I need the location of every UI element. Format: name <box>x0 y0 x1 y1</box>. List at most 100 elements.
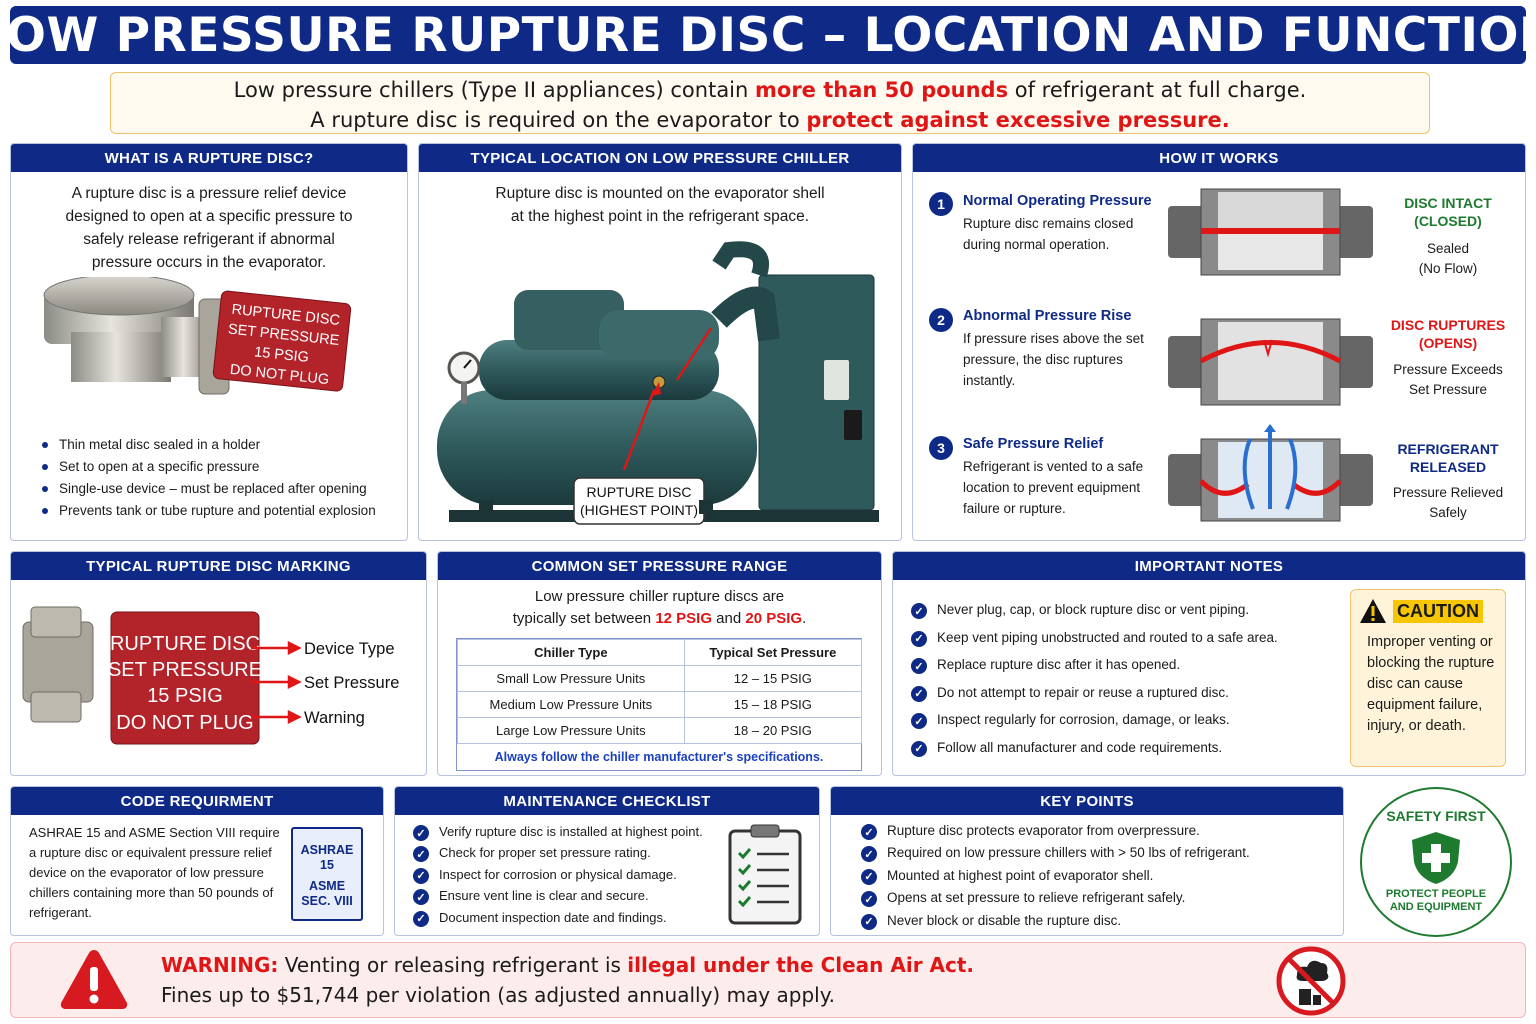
check-icon: ✓ <box>861 824 877 840</box>
check-icon: ✓ <box>911 740 927 757</box>
step-2: Abnormal Pressure Rise If pressure rises… <box>963 308 1144 388</box>
list-item: ✓Rupture disc protects evaporator from o… <box>861 823 1331 845</box>
what-is-text: A rupture disc is a pressure relief devi… <box>65 185 353 271</box>
disc-intact-icon <box>1168 188 1373 276</box>
range-header: COMMON SET PRESSURE RANGE <box>438 552 881 580</box>
list-item: ✓Do not attempt to repair or reuse a rup… <box>911 685 1341 713</box>
marking-tag-line-4: DO NOT PLUG <box>116 712 253 734</box>
key-header: KEY POINTS <box>831 787 1343 815</box>
list-item: ✓Ensure vent line is clear and secure. <box>413 888 723 909</box>
step-2-number: 2 <box>929 308 953 332</box>
marking-label-warning: Warning <box>304 709 365 727</box>
list-item: ✓Replace rupture disc after it has opene… <box>911 657 1341 685</box>
no-venting-icon <box>1276 946 1346 1016</box>
marking-tag-image: RUPTURE DISC SET PRESSURE 15 PSIG DO NOT… <box>22 606 399 745</box>
key-list: ✓Rupture disc protects evaporator from o… <box>861 823 1331 935</box>
step-1-sub: Sealed(No Flow) <box>1418 241 1478 276</box>
warning-banner: WARNING: Venting or releasing refrigeran… <box>10 942 1526 1018</box>
list-item: ✓Mounted at highest point of evaporator … <box>861 868 1331 890</box>
check-icon: ✓ <box>861 868 877 885</box>
step-1-status: DISC INTACT(CLOSED) <box>1404 195 1492 229</box>
list-item: ✓Check for proper set pressure rating. <box>413 845 723 866</box>
intro-banner: Low pressure chillers (Type II appliance… <box>110 72 1430 134</box>
marking-tag-line-3: 15 PSIG <box>147 685 223 707</box>
check-icon: ✓ <box>911 685 927 702</box>
step-3-number: 3 <box>929 436 953 460</box>
warning-triangle-icon <box>1360 599 1386 623</box>
intro-line-2: A rupture disc is required on the evapor… <box>310 108 1230 132</box>
list-item: ✓Inspect regularly for corrosion, damage… <box>911 712 1341 740</box>
chiller-illustration: RUPTURE DISC (HIGHEST POINT) <box>437 241 879 525</box>
check-icon: ✓ <box>911 713 927 730</box>
maintenance-panel: MAINTENANCE CHECKLIST ✓Verify rupture di… <box>394 786 820 936</box>
callout-line-2: (HIGHEST POINT) <box>580 502 698 518</box>
list-item: ✓Opens at set pressure to relieve refrig… <box>861 890 1331 912</box>
manufacturer-note: Always follow the chiller manufacturer's… <box>494 750 824 764</box>
intro-line-1: Low pressure chillers (Type II appliance… <box>233 78 1307 102</box>
clipboard-icon <box>728 824 802 925</box>
set-pressure-panel: COMMON SET PRESSURE RANGE Low pressure c… <box>437 551 882 776</box>
notes-header: IMPORTANT NOTES <box>893 552 1525 580</box>
location-text-1: Rupture disc is mounted on the evaporato… <box>495 185 825 202</box>
page-title: LOW PRESSURE RUPTURE DISC – LOCATION AND… <box>0 6 1536 64</box>
range-line-2: typically set between 12 PSIG and 20 PSI… <box>512 610 807 627</box>
what-is-bullets: Thin metal disc sealed in a holder Set t… <box>11 422 407 522</box>
disc-rupture-icon <box>1168 318 1373 406</box>
how-it-works-panel: HOW IT WORKS 1 Normal Operating Pressure… <box>912 143 1526 541</box>
check-icon: ✓ <box>861 891 877 908</box>
warning-icon <box>60 950 128 1009</box>
check-icon: ✓ <box>413 867 429 884</box>
check-icon: ✓ <box>413 889 429 906</box>
refrigerant-release-icon <box>1168 424 1373 522</box>
caution-box: CAUTION Improper venting or blocking the… <box>1350 589 1506 767</box>
list-item: Prevents tank or tube rupture and potent… <box>37 500 399 522</box>
marking-label-device: Device Type <box>304 640 395 658</box>
list-item: ✓Verify rupture disc is installed at hig… <box>413 824 723 845</box>
notes-list: ✓Never plug, cap, or block rupture disc … <box>911 602 1341 768</box>
what-is-header: WHAT IS A RUPTURE DISC? <box>11 144 407 172</box>
marking-tag-line-1: RUPTURE DISC <box>110 633 260 655</box>
list-item: ✓Keep vent piping unobstructed and route… <box>911 630 1341 658</box>
check-icon: ✓ <box>911 658 927 675</box>
step-1: Normal Operating Pressure Rupture disc r… <box>963 193 1152 252</box>
callout-line-1: RUPTURE DISC <box>586 484 691 500</box>
what-is-panel: WHAT IS A RUPTURE DISC? A rupture disc i… <box>10 143 408 541</box>
list-item: ✓Never block or disable the rupture disc… <box>861 913 1331 935</box>
list-item: ✓Document inspection date and findings. <box>413 910 723 931</box>
maint-header: MAINTENANCE CHECKLIST <box>395 787 819 815</box>
tag-line-3: 15 PSIG <box>253 344 309 366</box>
warning-line-1: WARNING: Venting or releasing refrigeran… <box>161 953 975 977</box>
check-icon: ✓ <box>413 846 429 863</box>
code-header: CODE REQUIRMENT <box>11 787 383 815</box>
marking-tag-line-2: SET PRESSURE <box>108 659 262 681</box>
table-header: Chiller Type <box>457 639 685 666</box>
warning-line-2: Fines up to $51,744 per violation (as ad… <box>161 983 836 1007</box>
check-icon: ✓ <box>413 910 429 927</box>
list-item: Thin metal disc sealed in a holder <box>37 434 399 456</box>
check-icon: ✓ <box>413 825 429 841</box>
caution-text: Improper venting or blocking the rupture… <box>1367 634 1495 734</box>
table-header: Typical Set Pressure <box>683 639 863 666</box>
step-1-number: 1 <box>929 192 953 216</box>
check-icon: ✓ <box>911 603 927 619</box>
list-item: ✓Never plug, cap, or block rupture disc … <box>911 602 1341 630</box>
list-item: ✓Follow all manufacturer and code requir… <box>911 740 1341 768</box>
code-text: ASHRAE 15 and ASME Section VIII require … <box>29 825 280 920</box>
marking-header: TYPICAL RUPTURE DISC MARKING <box>11 552 426 580</box>
check-icon: ✓ <box>861 846 877 863</box>
check-icon: ✓ <box>861 913 877 930</box>
marking-panel: TYPICAL RUPTURE DISC MARKING RUPTURE DIS… <box>10 551 427 776</box>
notes-panel: IMPORTANT NOTES ✓Never plug, cap, or blo… <box>892 551 1526 776</box>
key-points-panel: KEY POINTS ✓Rupture disc protects evapor… <box>830 786 1344 936</box>
rupture-disc-image: RUPTURE DISC SET PRESSURE 15 PSIG DO NOT… <box>11 274 407 422</box>
how-header: HOW IT WORKS <box>913 144 1525 172</box>
list-item: Set to open at a specific pressure <box>37 456 399 478</box>
check-icon: ✓ <box>911 630 927 647</box>
code-book-icon: ASHRAE 15 ASME SEC. VIII <box>291 827 363 921</box>
